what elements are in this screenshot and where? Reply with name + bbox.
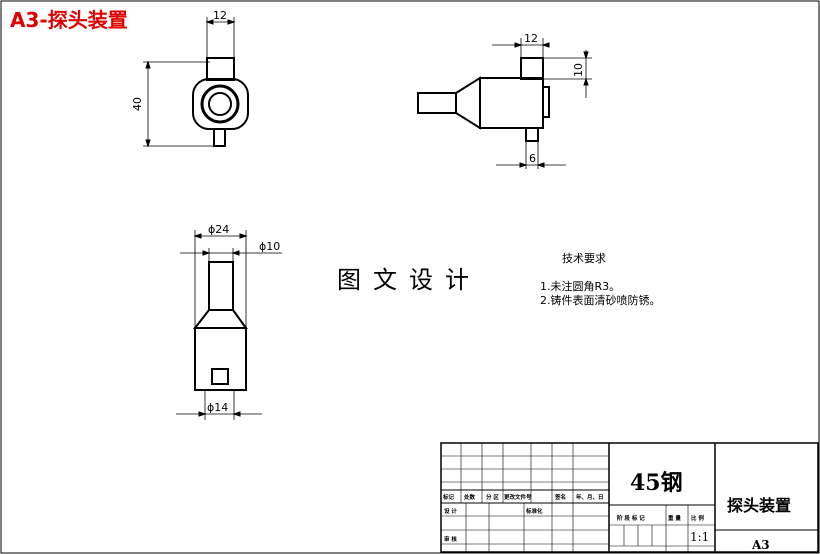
material-label: 45钢	[630, 470, 683, 496]
side-flange	[542, 86, 550, 118]
inner-bore	[208, 92, 232, 116]
note-item-1: 1.未注圆角R3。	[540, 280, 621, 293]
neck-taper	[192, 309, 248, 329]
row-label-date: 年、月、日	[576, 493, 604, 501]
dim-side-height: 40	[131, 97, 144, 111]
row-label-mark: 标记	[442, 493, 455, 501]
upper-tab	[206, 57, 235, 81]
part-name-label: 探头装置	[727, 496, 791, 515]
row-label-zone: 分 区	[486, 493, 499, 501]
dim-top-width: 12	[213, 9, 227, 22]
row-label-sign: 签名	[554, 493, 566, 501]
center-title: 图文设计	[337, 266, 481, 294]
probe-body	[479, 77, 544, 129]
top-tab	[520, 57, 544, 80]
dim-right-height: 10	[572, 63, 585, 77]
stage-mark-label: 阶 段 标 记	[617, 514, 645, 522]
front-body	[194, 327, 247, 391]
dim-right-bottom: 6	[529, 152, 536, 165]
standard-label: 标准化	[525, 507, 543, 515]
row-label-count: 处数	[463, 493, 476, 501]
weight-label: 重 量	[668, 514, 681, 522]
ratio-label: 比 例	[691, 514, 704, 522]
dim-dia-24: ϕ24	[208, 223, 229, 236]
dim-right-width: 12	[524, 32, 538, 45]
probe-taper	[455, 76, 481, 130]
dim-dia-14: ϕ14	[207, 401, 228, 414]
review-label: 审 核	[444, 535, 457, 543]
end-view	[143, 17, 249, 148]
stem	[208, 261, 234, 311]
note-item-2: 2.铸件表面清砂喷防锈。	[540, 294, 661, 307]
sheet-size-label: A3	[751, 538, 770, 552]
side-view	[417, 38, 592, 169]
outer-ring	[200, 84, 240, 124]
front-view	[176, 230, 282, 420]
drawing-heading: A3-探头装置	[10, 8, 128, 32]
notes-title: 技术要求	[562, 252, 606, 265]
dim-dia-10: ϕ10	[259, 240, 280, 253]
design-label: 设 计	[444, 507, 457, 515]
row-label-file: 更改文件号	[504, 493, 532, 501]
title-block	[440, 442, 819, 553]
scale-label: 1:1	[690, 530, 709, 544]
probe-tip	[417, 92, 457, 114]
square-hole	[211, 368, 229, 385]
lower-stub	[213, 128, 226, 147]
bottom-stub	[525, 127, 539, 142]
